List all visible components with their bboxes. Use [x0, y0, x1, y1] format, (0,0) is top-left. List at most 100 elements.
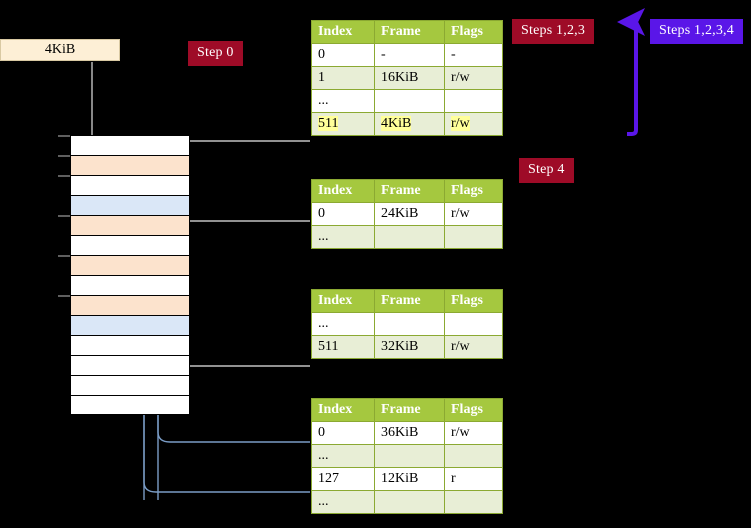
arrow-pt-row127-to-memory [143, 415, 310, 493]
cell-text: 36KiB [381, 425, 419, 440]
table-row: ... [311, 312, 503, 336]
table-row: ... [311, 490, 503, 514]
table-cell: ... [311, 225, 375, 249]
memory-frame-row [70, 295, 190, 315]
memory-frame-row [70, 155, 190, 175]
table-cell: r/w [444, 335, 503, 359]
cell-text: 0 [318, 206, 325, 221]
cell-text: 127 [318, 471, 339, 486]
memory-frame-row [70, 235, 190, 255]
cell-text: ... [318, 448, 329, 463]
memory-frame-row [70, 175, 190, 195]
column-header-flags: Flags [444, 179, 503, 203]
table-cell: 0 [311, 202, 375, 226]
cell-text: 32KiB [381, 339, 419, 354]
table-cell: r [444, 467, 503, 491]
cell-text: ... [318, 316, 329, 331]
table-cell: - [374, 43, 445, 67]
table-row: 1 16KiB r/w [311, 66, 503, 90]
memory-frame-row [70, 195, 190, 215]
memory-frame-row [70, 355, 190, 375]
table-cell: r/w [444, 421, 503, 445]
table-row: ... [311, 444, 503, 468]
column-header-frame: Frame [374, 289, 445, 313]
table-row: 0 36KiB r/w [311, 421, 503, 445]
table-cell: 511 [311, 335, 375, 359]
cell-text: - [381, 47, 386, 62]
table-cell: 0 [311, 43, 375, 67]
table-cell: 36KiB [374, 421, 445, 445]
table-cell [374, 312, 445, 336]
table-cell [444, 225, 503, 249]
cell-text: r/w [451, 116, 470, 131]
table-cell [444, 490, 503, 514]
memory-frame-row [70, 215, 190, 235]
column-header-flags: Flags [444, 289, 503, 313]
memory-frame-row [70, 315, 190, 335]
badge-step-4: Step 4 [519, 158, 574, 183]
column-header-index: Index [311, 289, 375, 313]
table-row: 127 12KiB r [311, 467, 503, 491]
cell-text: 0 [318, 425, 325, 440]
badge-step-0: Step 0 [188, 41, 243, 66]
table-cell: ... [311, 490, 375, 514]
table-cell [374, 490, 445, 514]
memory-frame-row [70, 135, 190, 155]
memory-size-text: 4KiB [44, 42, 76, 57]
column-header-flags: Flags [444, 398, 503, 422]
cell-text: - [451, 47, 456, 62]
table-row: ... [311, 225, 503, 249]
column-header-frame: Frame [374, 20, 445, 44]
memory-frame-row [70, 255, 190, 275]
arrow-steps-bracket [617, 8, 645, 136]
table-cell: 16KiB [374, 66, 445, 90]
cell-text: r/w [451, 339, 470, 354]
cell-text: 511 [318, 116, 339, 131]
badge-steps-123: Steps 1,2,3 [512, 19, 595, 44]
table-row: 0 - - [311, 43, 503, 67]
cell-text: 4KiB [381, 116, 412, 131]
table-row: 511 32KiB r/w [311, 335, 503, 359]
table-cell [444, 444, 503, 468]
table-cell [374, 225, 445, 249]
column-header-frame: Frame [374, 398, 445, 422]
physical-memory-column [70, 135, 190, 415]
table-cell [444, 312, 503, 336]
table-cell: 32KiB [374, 335, 445, 359]
table-cell: r/w [444, 66, 503, 90]
cell-text: 0 [318, 47, 325, 62]
cell-text: 1 [318, 70, 325, 85]
cell-text: ... [318, 229, 329, 244]
cell-text: r/w [451, 70, 470, 85]
table-cell: 0 [311, 421, 375, 445]
badge-steps-1234: Steps 1,2,3,4 [650, 19, 743, 44]
memory-frame-row [70, 395, 190, 415]
cell-text: 16KiB [381, 70, 419, 85]
table-cell: 24KiB [374, 202, 445, 226]
memory-frame-row [70, 375, 190, 395]
memory-frame-row [70, 275, 190, 295]
table-cell: 12KiB [374, 467, 445, 491]
arrow-pdpt-to-memory [167, 220, 310, 263]
cell-text: 12KiB [381, 471, 419, 486]
table-cell: 511 [311, 112, 375, 136]
column-header-index: Index [311, 179, 375, 203]
cell-text: r [451, 471, 456, 486]
table-cell: ... [311, 444, 375, 468]
cell-text: 24KiB [381, 206, 419, 221]
table-cell: 4KiB [374, 112, 445, 136]
cell-text: ... [318, 93, 329, 108]
arrow-pt-row0-to-memory [157, 415, 310, 443]
arrow-pd-to-memory [175, 299, 310, 367]
column-header-index: Index [311, 20, 375, 44]
table-cell: 127 [311, 467, 375, 491]
table-row: ... [311, 89, 503, 113]
